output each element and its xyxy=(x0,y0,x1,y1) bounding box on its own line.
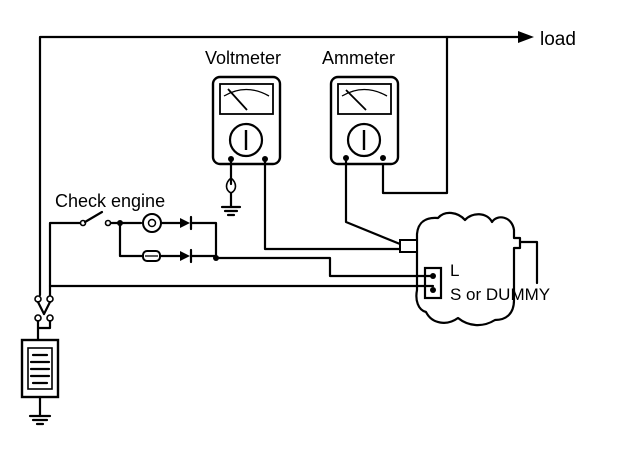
ground-icon xyxy=(28,414,52,426)
arrow-icon xyxy=(518,31,534,43)
terminal-l-label: L xyxy=(450,261,459,280)
switch-icon xyxy=(79,210,112,227)
alternator-dummy-lead xyxy=(518,240,539,285)
check-engine-label: Check engine xyxy=(55,191,165,211)
lamp-icon xyxy=(142,213,162,233)
ground-icon xyxy=(220,205,242,217)
fusible-link xyxy=(34,295,54,342)
load-line xyxy=(38,31,534,297)
voltmeter-label: Voltmeter xyxy=(205,48,281,68)
voltmeter-to-alternator xyxy=(263,157,402,251)
voltmeter-ground xyxy=(220,157,242,217)
diode-icon xyxy=(180,248,193,264)
alternator-icon xyxy=(399,211,522,327)
fuse-icon xyxy=(142,250,161,262)
ammeter-label: Ammeter xyxy=(322,48,395,68)
battery-icon xyxy=(20,338,60,399)
ammeter-icon xyxy=(329,75,400,166)
diode-icon xyxy=(180,215,193,231)
check-engine-circuit xyxy=(48,210,435,297)
terminal-s-label: S or DUMMY xyxy=(450,285,550,304)
voltmeter-icon xyxy=(211,75,282,166)
load-label: load xyxy=(540,29,576,50)
ammeter-to-alternator xyxy=(344,156,402,246)
